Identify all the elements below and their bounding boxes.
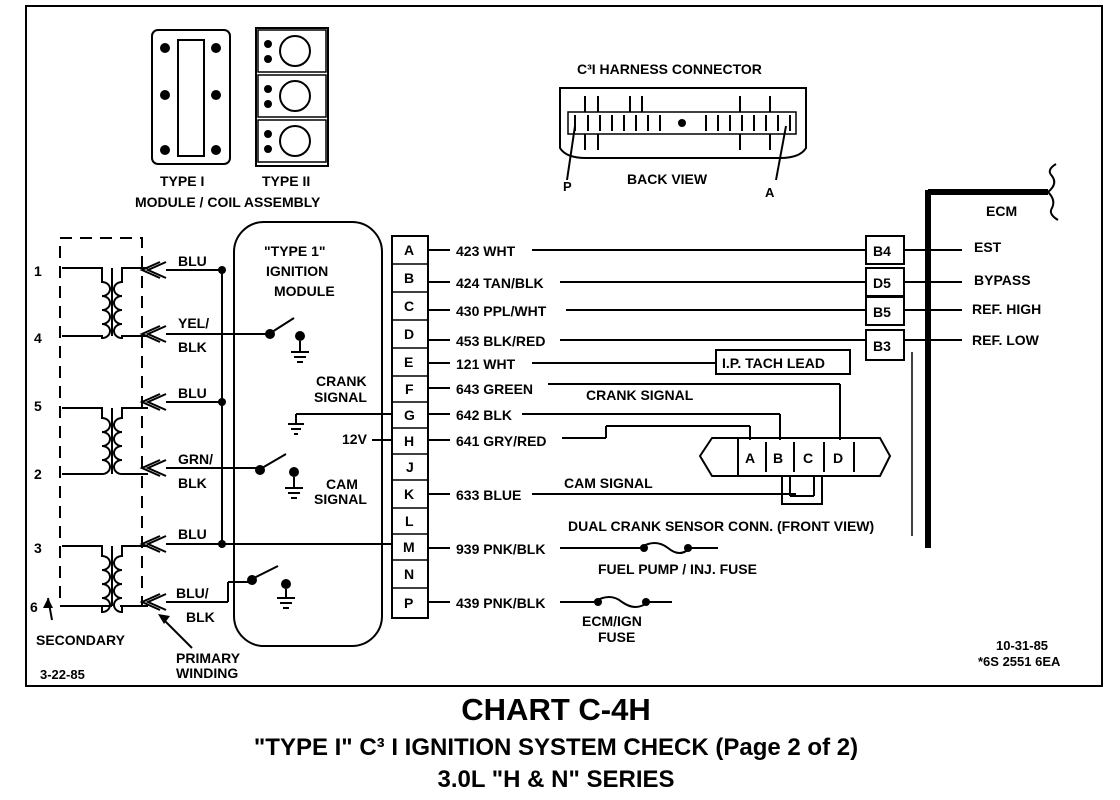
cam-label-2: SIGNAL [314,491,367,507]
harness-connector-icon [559,87,807,181]
winding-label: WINDING [176,665,238,681]
tach-lead-label: I.P. TACH LEAD [722,355,825,371]
ignition-module-outline [233,221,383,647]
ecm-signal-est: EST [974,239,1002,255]
ecm-pin-d5: D5 [873,275,891,291]
circuit-label: 633 BLUE [456,487,521,503]
chart-title: CHART C-4H [461,692,650,727]
module-title-1: "TYPE 1" [264,243,326,259]
ecm-pin-b4: B4 [873,243,891,259]
coil-terminal-2: 2 [34,466,42,482]
ecm-signal-ref-high: REF. HIGH [972,301,1041,317]
module-title-3: MODULE [274,283,335,299]
wire-label: BLK [178,475,207,491]
coil-terminal-4: 4 [34,330,42,346]
wire-label: BLU/ [176,585,209,601]
harness-back-view: BACK VIEW [627,171,708,187]
coil-windings [43,261,392,649]
secondary-label: SECONDARY [36,632,126,648]
chart-subtitle: "TYPE I" C³ I IGNITION SYSTEM CHECK (Pag… [254,734,858,761]
harness-title: C³I HARNESS CONNECTOR [577,61,762,77]
cam-label-1: CAM [326,476,358,492]
coil-terminal-5: 5 [34,398,42,414]
sensor-pin-c: C [803,450,813,466]
type1-module-icon [151,29,231,165]
module-coil-caption: MODULE / COIL ASSEMBLY [135,194,321,210]
sensor-pin-b: B [773,450,783,466]
circuit-label: 939 PNK/BLK [456,541,545,557]
date-left: 3-22-85 [40,667,85,682]
ecm-label: ECM [986,203,1017,219]
cam-signal-label: CAM SIGNAL [564,475,653,491]
circuit-label: 643 GREEN [456,381,533,397]
harness-pin-a: A [765,185,775,200]
ecm-signal-bypass: BYPASS [974,272,1031,288]
pin-a: A [404,242,414,258]
pin-rows [392,263,428,589]
wire-label: BLU [178,253,207,269]
coil-terminal-1: 1 [34,263,42,279]
pin-p: P [404,595,413,611]
circuit-wires [428,249,913,608]
wire-label: BLK [178,339,207,355]
wire-label: YEL/ [178,315,209,331]
wire-label: BLK [186,609,215,625]
crank-label-2: SIGNAL [314,389,367,405]
circuit-label: 121 WHT [456,356,516,372]
coil-terminal-3: 3 [34,540,42,556]
ecm-signal-ref-low: REF. LOW [972,332,1040,348]
type2-module-icon [255,27,329,167]
ecm-block [865,163,1059,548]
pin-m: M [403,539,415,555]
ecm-pin-b5: B5 [873,304,891,320]
pin-l: L [405,513,414,529]
pin-b: B [404,270,414,286]
module-switches [227,317,392,609]
date-right: 10-31-85 [996,638,1048,653]
pin-e: E [404,354,413,370]
dual-crank-sensor-connector [698,437,892,505]
harness-pin-p: P [563,179,572,194]
pin-h: H [404,433,414,449]
ecm-ign-fuse-label-2: FUSE [598,629,635,645]
pin-g: G [404,407,415,423]
pin-k: K [404,486,414,502]
type1-label: TYPE I [160,173,204,189]
tach-lead-box [715,349,851,375]
coil-terminal-6: 6 [30,599,38,615]
sensor-pin-a: A [745,450,755,466]
fuel-pump-fuse-label: FUEL PUMP / INJ. FUSE [598,561,757,577]
circuit-label: 453 BLK/RED [456,333,545,349]
wire-label: BLU [178,526,207,542]
pin-c: C [404,298,414,314]
circuit-label: 439 PNK/BLK [456,595,545,611]
primary-label: PRIMARY [176,650,241,666]
pin-n: N [404,566,414,582]
crank-label-1: CRANK [316,373,367,389]
pin-j: J [406,459,414,475]
circuit-label: 430 PPL/WHT [456,303,547,319]
module-title-2: IGNITION [266,263,328,279]
pin-column [391,235,429,619]
wire-label: BLU [178,385,207,401]
v12-label: 12V [342,431,368,447]
diagram-frame [25,5,1103,687]
circuit-label: 424 TAN/BLK [456,275,544,291]
ecm-ign-fuse-label: ECM/IGN [582,613,642,629]
type2-label: TYPE II [262,173,310,189]
sensor-conn-label: DUAL CRANK SENSOR CONN. (FRONT VIEW) [568,518,874,534]
pin-f: F [405,381,414,397]
wire-label: GRN/ [178,451,213,467]
ecm-pin-b3: B3 [873,338,891,354]
crank-signal-label: CRANK SIGNAL [586,387,694,403]
circuit-label: 423 WHT [456,243,516,259]
pin-d: D [404,326,414,342]
chart-series: 3.0L "H & N" SERIES [437,766,674,793]
circuit-label: 641 GRY/RED [456,433,547,449]
sensor-pin-d: D [833,450,843,466]
circuit-label: 642 BLK [456,407,512,423]
doc-code: *6S 2551 6EA [978,654,1061,669]
